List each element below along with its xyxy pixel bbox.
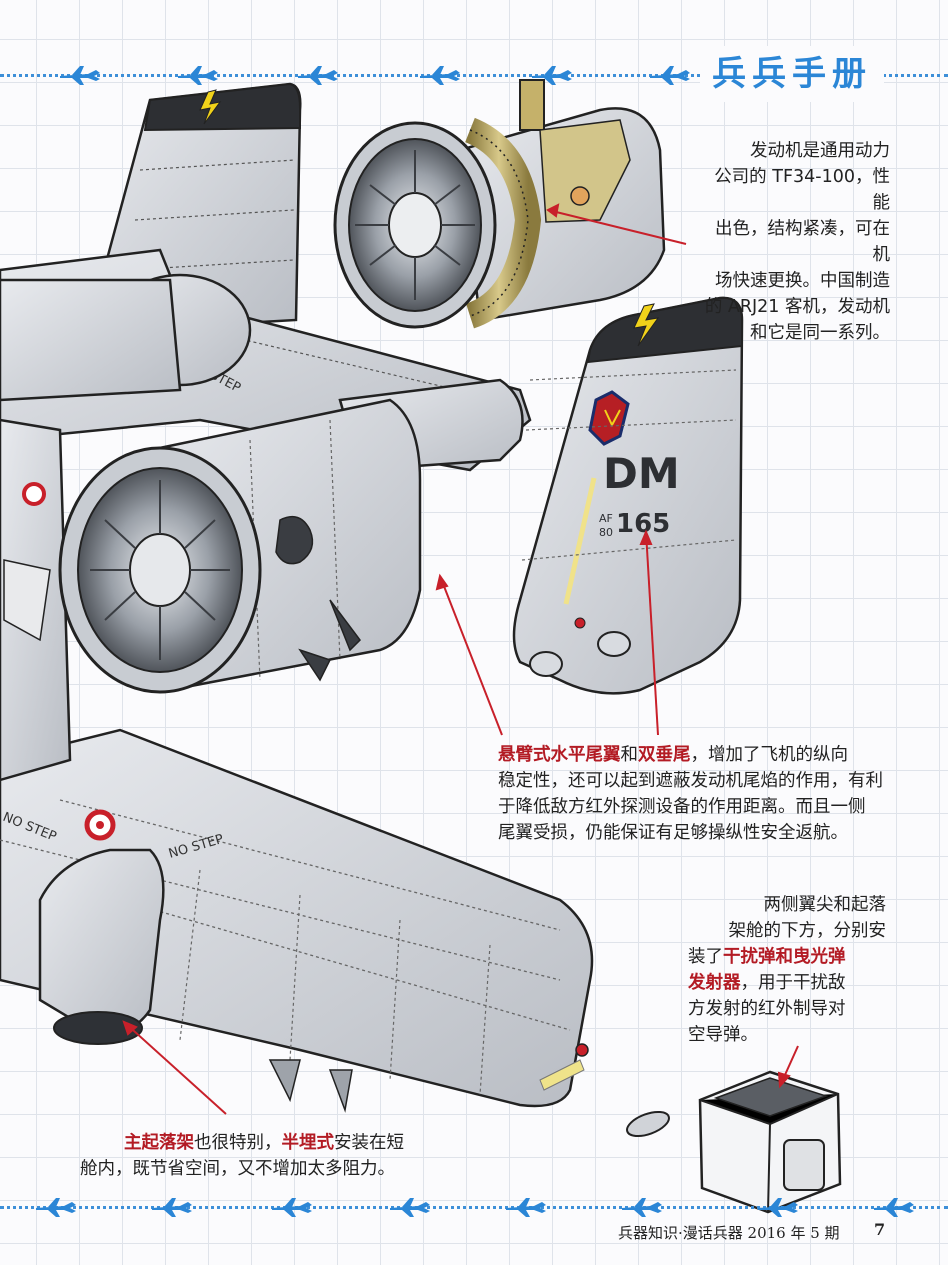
caption-text: ，增加了飞机的纵向 xyxy=(690,745,849,765)
highlight-term: 发射器 xyxy=(688,973,741,993)
jet-icon xyxy=(390,1198,430,1217)
page-number: 7 xyxy=(874,1220,886,1239)
tf34-engine-cutaway xyxy=(333,79,666,329)
jet-icon xyxy=(178,66,218,85)
jet-icon xyxy=(272,1198,312,1217)
caption-line: 出色，结构紧凑，可在机 xyxy=(715,219,890,265)
caption-text: ，用于干扰敌 xyxy=(740,973,846,993)
highlight-term: 半埋式 xyxy=(281,1133,335,1153)
caption-line: 场快速更换。中国制造 xyxy=(715,271,890,291)
column-brand-title: 兵兵手册 xyxy=(700,46,884,102)
gear-caption: 主起落架也很特别，半埋式安装在短 舱内，既节省空间，又不增加太多阻力。 xyxy=(80,1130,444,1182)
highlight-term: 悬臂式水平尾翼 xyxy=(498,745,621,765)
caption-line: 两侧翼尖和起落 xyxy=(763,895,887,915)
jet-icon xyxy=(874,1198,914,1217)
caption-line: 发动机是通用动力 xyxy=(750,141,890,161)
left-engine-nacelle xyxy=(58,398,422,694)
jet-icon xyxy=(420,66,460,85)
caption-text: 也很特别， xyxy=(194,1133,282,1153)
caption-line: 发射器，用于干扰敌 xyxy=(688,970,886,996)
caption-line: 稳定性，还可以起到遮蔽发动机尾焰的作用，有利 xyxy=(498,771,883,791)
caption-text: 安装在短 xyxy=(334,1133,404,1153)
jet-icon xyxy=(298,66,338,85)
flare-dispenser xyxy=(626,1070,842,1214)
leader-lines xyxy=(122,203,799,1115)
caption-line: 方发射的红外制导对 xyxy=(688,999,846,1019)
jet-icon xyxy=(36,1198,76,1217)
caption-line: 于降低敌方红外探测设备的作用距离。而且一侧 xyxy=(498,797,866,817)
highlight-term: 干扰弹和曳光弹 xyxy=(723,947,846,967)
caption-line: 尾翼受损，仍能保证有足够操纵性安全返航。 xyxy=(498,823,848,843)
caption-line: 装了干扰弹和曳光弹 xyxy=(688,944,886,970)
highlight-term: 主起落架 xyxy=(124,1133,194,1153)
jet-icon xyxy=(152,1198,192,1217)
jet-icon xyxy=(622,1198,662,1217)
flare-caption: 两侧翼尖和起落 架舱的下方，分别安 装了干扰弹和曳光弹 发射器，用于干扰敌 方发… xyxy=(688,892,886,1048)
publication-footer: 兵器知识·漫话兵器 2016 年 5 期 xyxy=(618,1224,840,1242)
jet-icon xyxy=(650,66,690,85)
engine-caption: 发动机是通用动力 公司的 TF34-100，性能 出色，结构紧凑，可在机 场快速… xyxy=(700,138,890,346)
jet-icon xyxy=(60,66,100,85)
header-dotted-line xyxy=(0,74,948,79)
highlight-term: 双垂尾 xyxy=(638,745,691,765)
caption-text: 装了 xyxy=(688,947,723,967)
caption-line: 悬臂式水平尾翼和双垂尾，增加了飞机的纵向 xyxy=(498,742,898,768)
right-engine-nacelle xyxy=(0,273,524,472)
jet-icon xyxy=(758,1198,798,1217)
tail-code: DM xyxy=(603,449,680,498)
tail-caption: 悬臂式水平尾翼和双垂尾，增加了飞机的纵向 稳定性，还可以起到遮蔽发动机尾焰的作用… xyxy=(498,742,898,846)
serial-prefix-af: AF xyxy=(599,512,613,525)
caption-line: 主起落架也很特别，半埋式安装在短 xyxy=(124,1130,444,1156)
fuselage-side xyxy=(0,418,72,782)
caption-line: 架舱的下方，分别安 xyxy=(728,921,887,941)
caption-text: 和 xyxy=(620,745,639,765)
main-landing-gear-pod xyxy=(38,848,165,1045)
jet-icon xyxy=(506,1198,546,1217)
caption-line: 舱内，既节省空间，又不增加太多阻力。 xyxy=(80,1159,395,1179)
serial-number: 165 xyxy=(616,509,670,539)
jet-icon xyxy=(532,66,572,85)
footer-dotted-line xyxy=(0,1206,948,1211)
caption-line: 和它是同一系列。 xyxy=(750,323,890,343)
right-vertical-tail: DM AF 80 165 xyxy=(512,296,744,695)
caption-line: 的 ARJ21 客机，发动机 xyxy=(704,297,890,317)
serial-prefix-80: 80 xyxy=(599,526,613,539)
caption-line: 公司的 TF34-100，性能 xyxy=(714,167,890,213)
caption-line: 空导弹。 xyxy=(688,1025,758,1045)
